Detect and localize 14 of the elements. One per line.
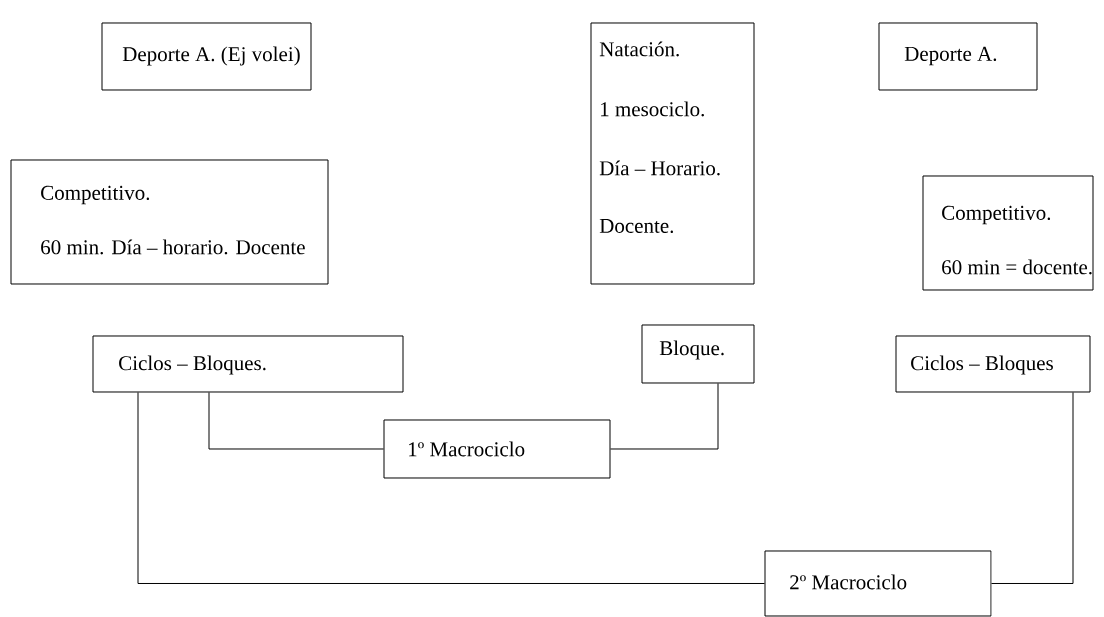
- text-box: Ciclos – Bloques: [895, 335, 1091, 393]
- text-box: Ciclos – Bloques.: [92, 335, 404, 393]
- connector-line: [137, 392, 765, 584]
- text-box: 1º Macrociclo: [383, 419, 611, 479]
- text-box: Deporte A. (Ej volei): [101, 22, 312, 91]
- text-box: Bloque.: [641, 324, 755, 384]
- connector-line: [991, 392, 1074, 584]
- text-box: Competitivo. 60 min = docente.: [922, 175, 1094, 291]
- text-box: Natación. 1 mesociclo. Día – Horario. Docente.: [590, 22, 755, 285]
- connector-line: [610, 383, 719, 450]
- connector-line: [208, 392, 384, 450]
- text-box: 2º Macrociclo: [764, 550, 992, 617]
- text-box: Competitivo. 60 min. Día – horario. Docente: [10, 159, 329, 285]
- text-box: Deporte A.: [878, 22, 1038, 91]
